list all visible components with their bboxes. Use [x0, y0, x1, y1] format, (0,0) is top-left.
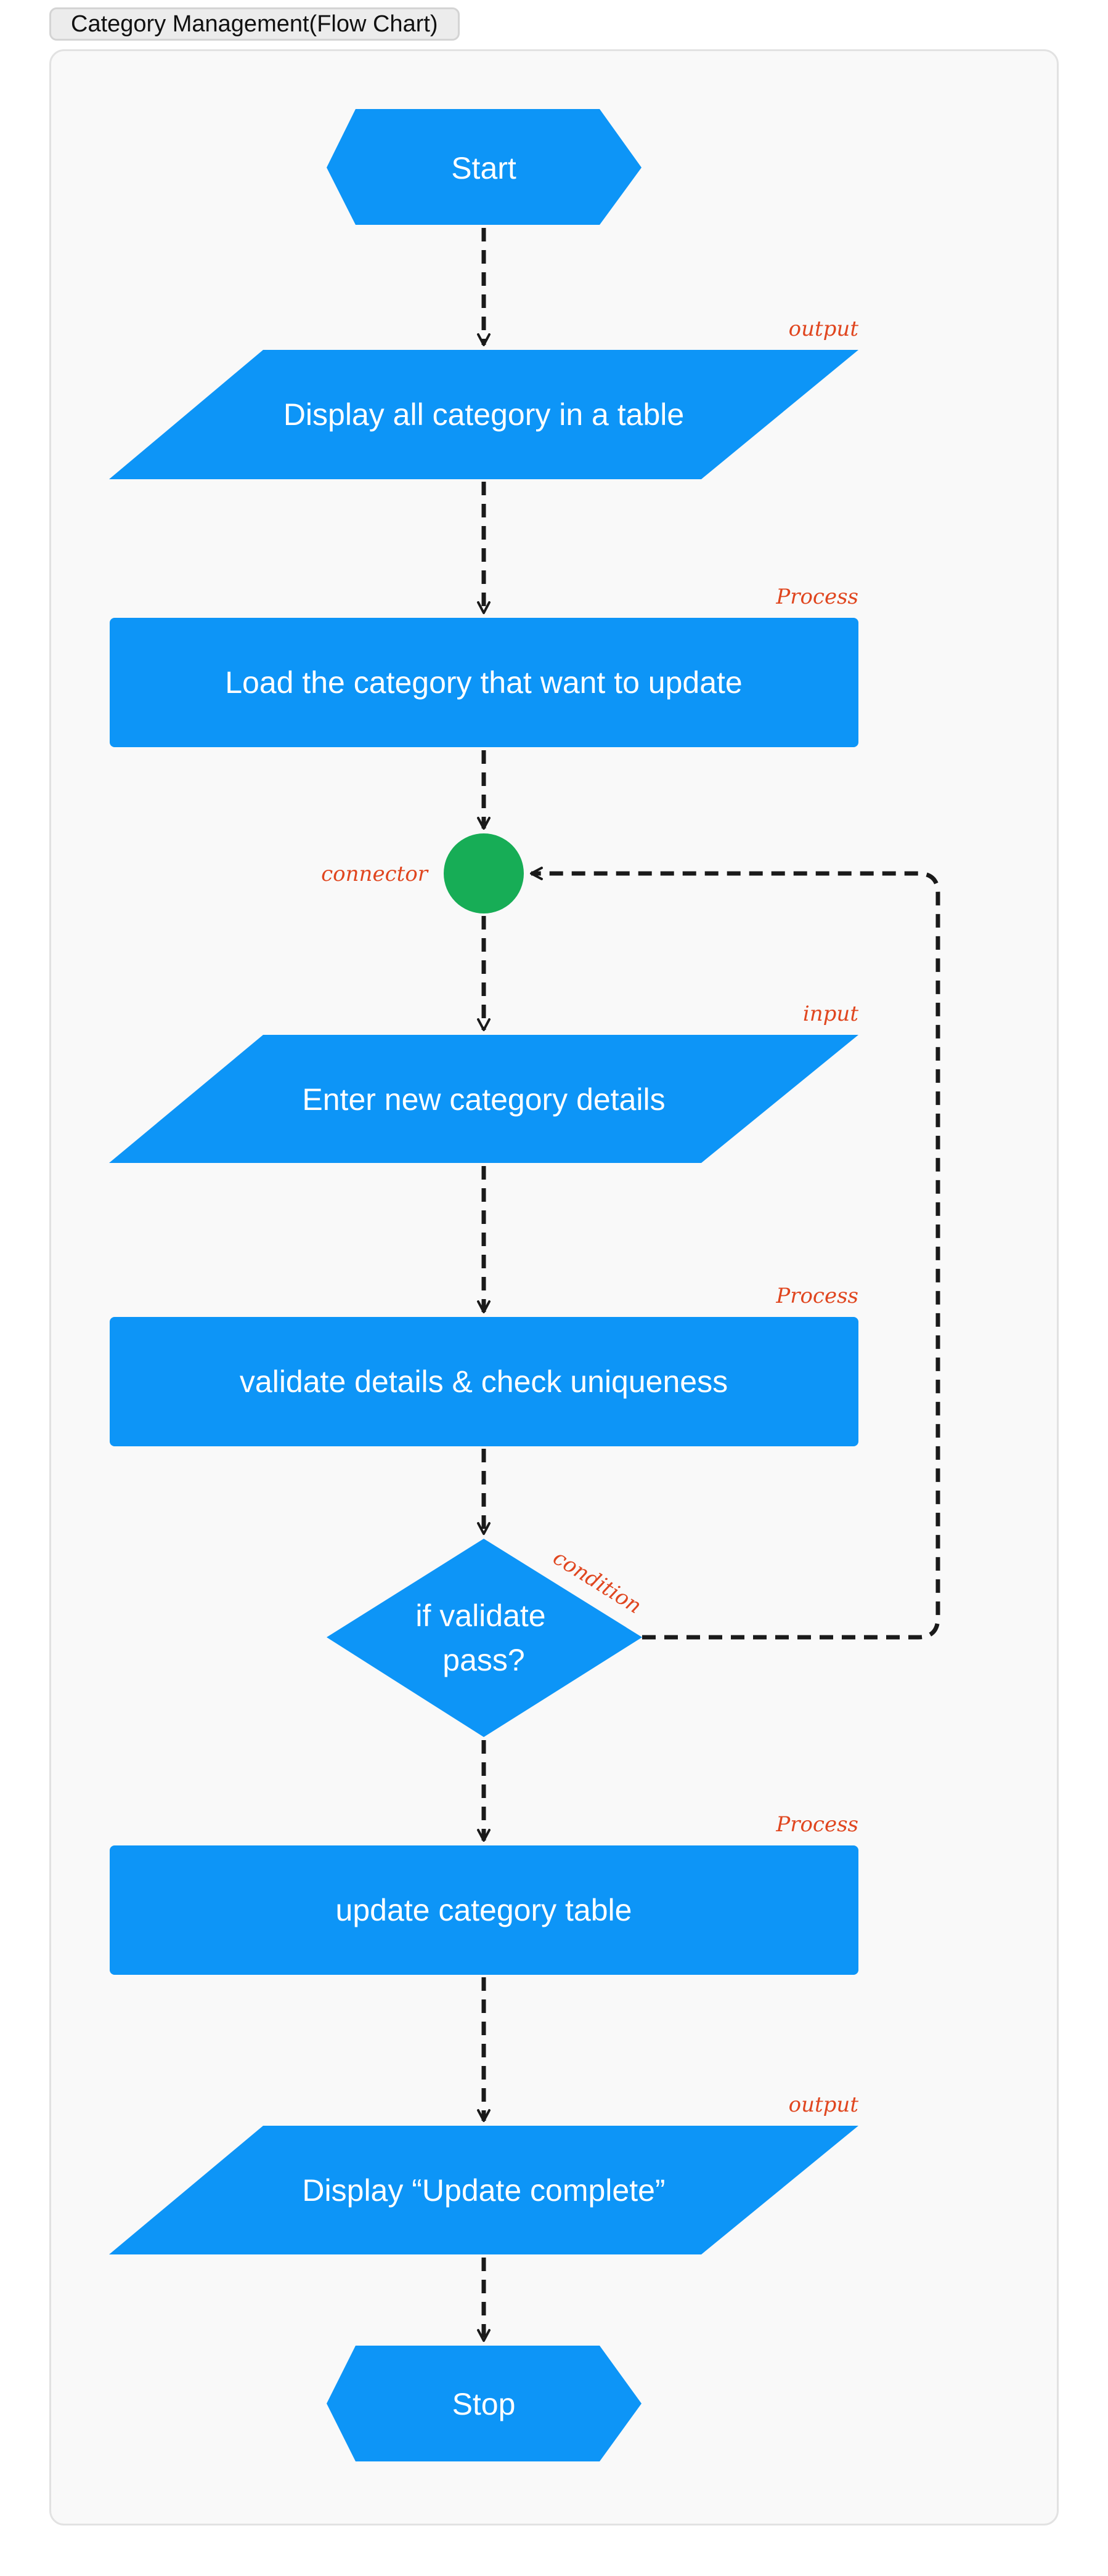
decision-label-line2: pass?	[442, 1643, 524, 1677]
stop-terminator-shape	[327, 2346, 642, 2461]
update-table-note: Process	[775, 1812, 858, 1837]
display-all-note: output	[789, 317, 859, 341]
node-display-all[interactable]: Display all category in a table output	[109, 317, 858, 479]
node-validate[interactable]: validate details & check uniqueness Proc…	[110, 1284, 858, 1446]
load-category-label: Load the category that want to update	[225, 665, 743, 700]
start-label: Start	[451, 151, 516, 185]
update-table-label: update category table	[336, 1893, 632, 1927]
enter-details-note: input	[803, 1002, 858, 1026]
connector-note: connector	[321, 862, 429, 886]
validate-note: Process	[775, 1284, 858, 1308]
node-display-complete[interactable]: Display “Update complete” output	[109, 2092, 858, 2254]
load-category-process-shape	[110, 618, 858, 747]
enter-details-label: Enter new category details	[302, 1082, 665, 1117]
node-start[interactable]: Start	[327, 109, 642, 225]
node-enter-details[interactable]: Enter new category details input	[109, 1002, 858, 1163]
display-all-label: Display all category in a table	[283, 397, 684, 432]
connector-circle	[444, 833, 524, 913]
start-terminator-shape	[327, 109, 642, 225]
display-all-data-shape	[109, 350, 858, 479]
stop-label: Stop	[452, 2387, 516, 2421]
display-complete-data-shape	[109, 2126, 858, 2254]
enter-details-data-shape	[109, 1035, 858, 1163]
validate-label: validate details & check uniqueness	[240, 1364, 728, 1399]
decision-label-line1: if validate	[415, 1598, 545, 1633]
node-decision[interactable]: if validate pass? condition	[327, 1539, 646, 1737]
node-load-category[interactable]: Load the category that want to update Pr…	[110, 585, 858, 747]
edge-decision-loop-to-connector	[530, 867, 940, 1640]
validate-process-shape	[110, 1317, 858, 1446]
update-table-process-shape	[110, 1845, 858, 1975]
display-complete-note: output	[789, 2092, 859, 2117]
node-connector[interactable]: connector	[321, 833, 524, 913]
load-category-note: Process	[775, 585, 858, 609]
display-complete-label: Display “Update complete”	[302, 2173, 665, 2208]
node-update-table[interactable]: update category table Process	[110, 1812, 858, 1975]
frame-title[interactable]: Category Management(Flow Chart)	[49, 7, 460, 41]
decision-diamond-shape	[327, 1539, 642, 1737]
node-stop[interactable]: Stop	[327, 2346, 642, 2461]
edges	[477, 228, 940, 2342]
